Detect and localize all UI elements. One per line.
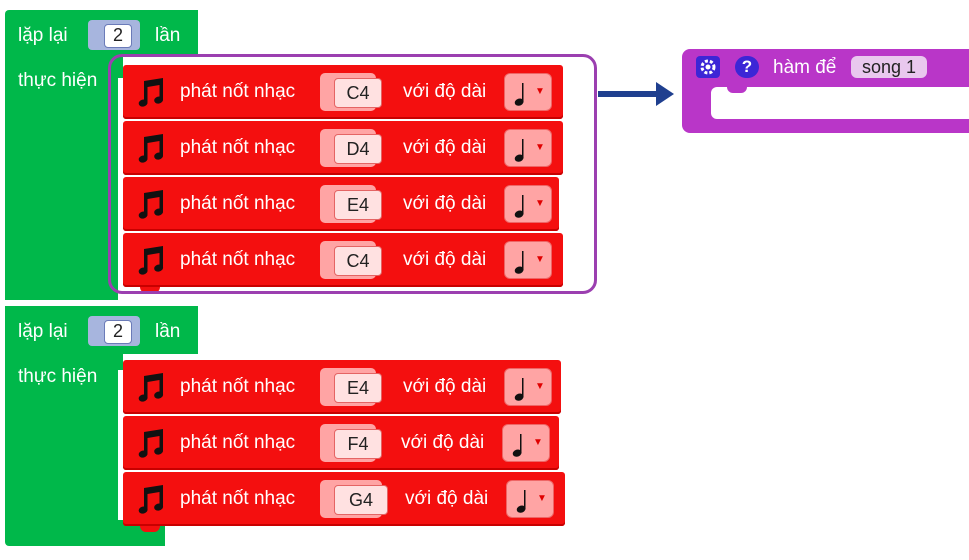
times-label: lần	[155, 321, 181, 342]
play-note-block[interactable]: phát nốt nhạc C4 với độ dài ▼	[123, 233, 563, 287]
repeat-block-spine	[5, 350, 118, 540]
play-note-block[interactable]: phát nốt nhạc F4 với độ dài ▼	[123, 416, 559, 470]
do-label: thực hiện	[18, 366, 98, 387]
note-input[interactable]: G4	[334, 485, 388, 515]
duration-label: với độ dài	[403, 376, 487, 397]
arrow-right-icon	[598, 82, 674, 106]
duration-label: với độ dài	[403, 137, 487, 158]
duration-label: với độ dài	[403, 81, 487, 102]
duration-label: với độ dài	[403, 249, 487, 270]
function-label: hàm để	[773, 57, 837, 78]
note-input[interactable]: E4	[334, 190, 382, 220]
repeat-label: lặp lại	[18, 25, 68, 46]
play-note-label: phát nốt nhạc	[180, 376, 296, 397]
play-note-label: phát nốt nhạc	[180, 137, 296, 158]
music-note-icon	[138, 246, 164, 275]
music-note-icon	[138, 485, 164, 514]
play-note-block[interactable]: phát nốt nhạc E4 với độ dài ▼	[123, 360, 561, 414]
repeat-count-input[interactable]: 2	[104, 320, 132, 344]
chevron-down-icon: ▼	[535, 254, 545, 265]
music-note-icon	[138, 429, 164, 458]
quarter-note-icon	[514, 378, 524, 401]
block-connector	[140, 287, 160, 293]
function-block-slot	[711, 87, 969, 119]
block-connector	[140, 526, 160, 532]
repeat-label: lặp lại	[18, 321, 68, 342]
chevron-down-icon: ▼	[535, 86, 545, 97]
slot-connector	[727, 86, 747, 93]
duration-dropdown[interactable]: ▼	[504, 185, 552, 223]
chevron-down-icon: ▼	[535, 198, 545, 209]
play-note-block[interactable]: phát nốt nhạc C4 với độ dài ▼	[123, 65, 563, 119]
music-note-icon	[138, 373, 164, 402]
duration-dropdown[interactable]: ▼	[506, 480, 554, 518]
duration-label: với độ dài	[403, 193, 487, 214]
duration-dropdown[interactable]: ▼	[504, 73, 552, 111]
play-note-block[interactable]: phát nốt nhạc G4 với độ dài ▼	[123, 472, 565, 526]
play-note-block[interactable]: phát nốt nhạc E4 với độ dài ▼	[123, 177, 559, 231]
quarter-note-icon	[514, 83, 524, 106]
quarter-note-icon	[514, 251, 524, 274]
music-note-icon	[138, 78, 164, 107]
music-note-icon	[138, 134, 164, 163]
duration-label: với độ dài	[405, 488, 489, 509]
chevron-down-icon: ▼	[535, 381, 545, 392]
gear-icon[interactable]	[696, 56, 720, 78]
chevron-down-icon: ▼	[535, 142, 545, 153]
do-label: thực hiện	[18, 70, 98, 91]
duration-label: với độ dài	[401, 432, 485, 453]
music-note-icon	[138, 190, 164, 219]
play-note-label: phát nốt nhạc	[180, 488, 296, 509]
selection-highlight	[108, 54, 597, 294]
quarter-note-icon	[514, 195, 524, 218]
help-icon[interactable]: ?	[735, 56, 759, 78]
play-note-block[interactable]: phát nốt nhạc D4 với độ dài ▼	[123, 121, 563, 175]
play-note-label: phát nốt nhạc	[180, 432, 296, 453]
note-input[interactable]: D4	[334, 134, 382, 164]
duration-dropdown[interactable]: ▼	[504, 129, 552, 167]
repeat-block-spine	[5, 50, 118, 300]
note-input[interactable]: E4	[334, 373, 382, 403]
quarter-note-icon	[516, 490, 526, 513]
function-name-input[interactable]: song 1	[851, 56, 927, 78]
duration-dropdown[interactable]: ▼	[504, 368, 552, 406]
quarter-note-icon	[512, 434, 522, 457]
quarter-note-icon	[514, 139, 524, 162]
repeat-count-input[interactable]: 2	[104, 24, 132, 48]
note-input[interactable]: C4	[334, 246, 382, 276]
note-input[interactable]: C4	[334, 78, 382, 108]
chevron-down-icon: ▼	[533, 437, 543, 448]
duration-dropdown[interactable]: ▼	[504, 241, 552, 279]
note-input[interactable]: F4	[334, 429, 382, 459]
times-label: lần	[155, 25, 181, 46]
play-note-label: phát nốt nhạc	[180, 193, 296, 214]
play-note-label: phát nốt nhạc	[180, 249, 296, 270]
play-note-label: phát nốt nhạc	[180, 81, 296, 102]
duration-dropdown[interactable]: ▼	[502, 424, 550, 462]
chevron-down-icon: ▼	[537, 493, 547, 504]
